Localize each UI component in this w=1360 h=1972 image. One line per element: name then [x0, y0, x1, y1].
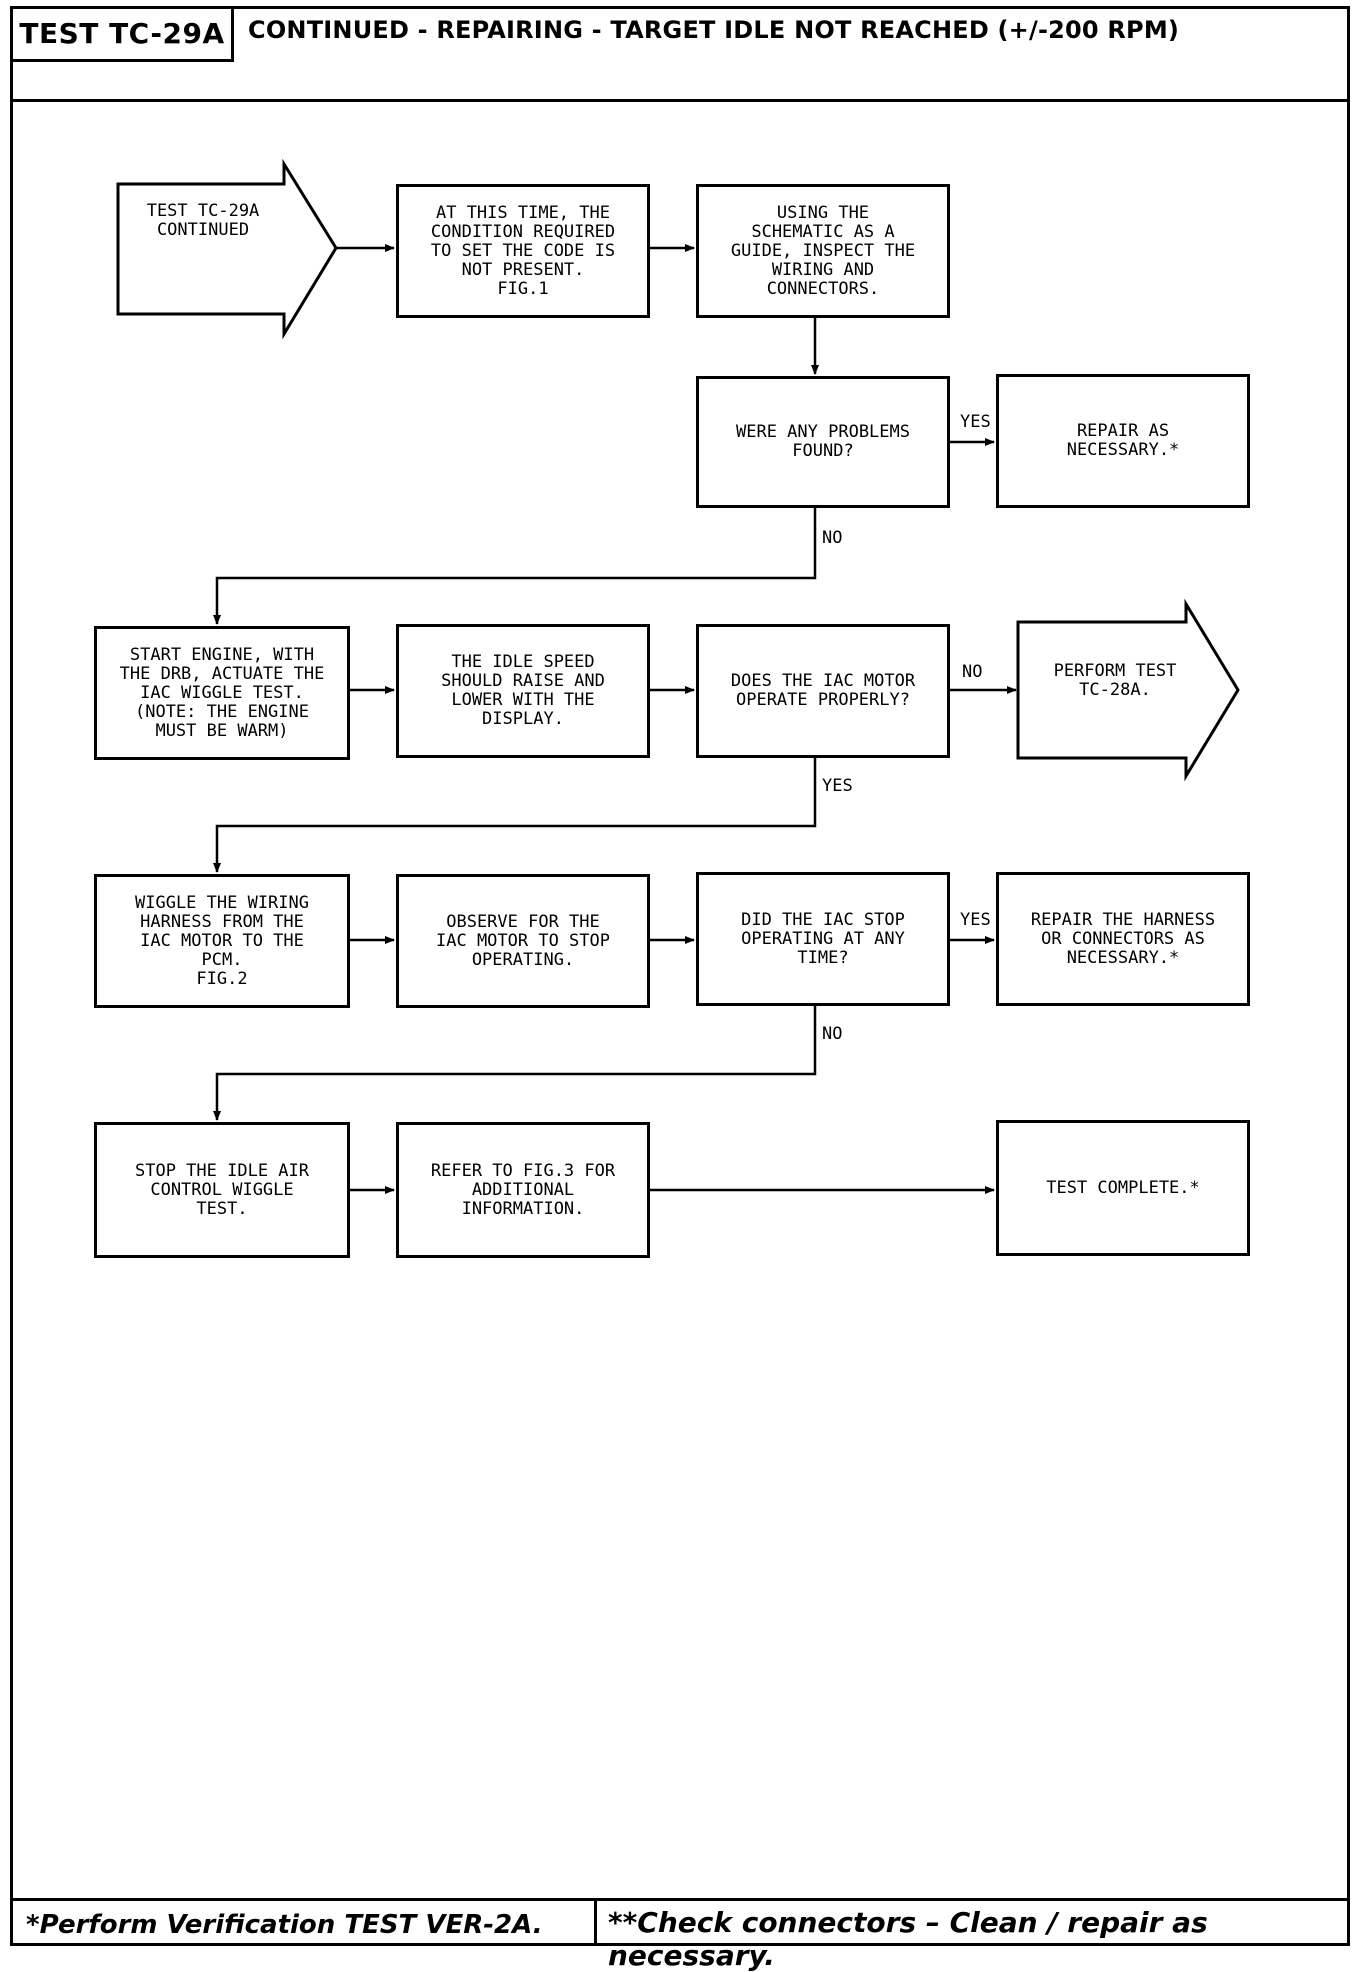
decision-problems-text: WERE ANY PROBLEMS FOUND?: [736, 422, 910, 461]
decision-iac-operate-text: DOES THE IAC MOTOR OPERATE PROPERLY?: [730, 671, 916, 710]
result-perform-test: PERFORM TEST TC-28A.: [1053, 661, 1177, 700]
decision-iac-stop: DID THE IAC STOP OPERATING AT ANY TIME?: [696, 872, 950, 1006]
step-start-engine: START ENGINE, WITH THE DRB, ACTUATE THE …: [94, 626, 350, 760]
step-inspect-wiring: USING THE SCHEMATIC AS A GUIDE, INSPECT …: [696, 184, 950, 318]
perform-test-arrow-shape: [1016, 598, 1240, 782]
arrow-q2-yes: [213, 758, 817, 873]
step-wiggle-harness-text: WIGGLE THE WIRING HARNESS FROM THE IAC M…: [135, 892, 309, 989]
result-repair-text: REPAIR AS NECESSARY.*: [1066, 421, 1180, 460]
result-repair-harness: REPAIR THE HARNESS OR CONNECTORS AS NECE…: [996, 872, 1250, 1006]
label-yes-2: YES: [822, 776, 853, 796]
test-id: TEST TC-29A: [10, 6, 234, 62]
step-idle-speed-text: THE IDLE SPEED SHOULD RAISE AND LOWER WI…: [441, 652, 605, 729]
result-repair-harness-text: REPAIR THE HARNESS OR CONNECTORS AS NECE…: [1030, 909, 1216, 968]
start-arrow-shape: [116, 158, 338, 340]
step-start-engine-text: START ENGINE, WITH THE DRB, ACTUATE THE …: [119, 644, 325, 741]
result-test-complete: TEST COMPLETE.*: [996, 1120, 1250, 1256]
step-wiggle-harness: WIGGLE THE WIRING HARNESS FROM THE IAC M…: [94, 874, 350, 1008]
label-no-3: NO: [822, 1024, 843, 1044]
step-inspect-text: USING THE SCHEMATIC AS A GUIDE, INSPECT …: [730, 202, 916, 299]
step-stop-wiggle: STOP THE IDLE AIR CONTROL WIGGLE TEST.: [94, 1122, 350, 1258]
label-no-1: NO: [822, 528, 843, 548]
step-stop-wiggle-text: STOP THE IDLE AIR CONTROL WIGGLE TEST.: [135, 1160, 309, 1219]
step-refer-fig3: REFER TO FIG.3 FOR ADDITIONAL INFORMATIO…: [396, 1122, 650, 1258]
decision-iac-operate: DOES THE IAC MOTOR OPERATE PROPERLY?: [696, 624, 950, 758]
footer-bar: [10, 1898, 1350, 1946]
step-idle-speed: THE IDLE SPEED SHOULD RAISE AND LOWER WI…: [396, 624, 650, 758]
footer-verification-note: *Perform Verification TEST VER-2A.: [26, 1910, 543, 1940]
start-label: TEST TC-29A CONTINUED: [146, 201, 260, 240]
result-repair-as-necessary: REPAIR AS NECESSARY.*: [996, 374, 1250, 508]
decision-problems-found: WERE ANY PROBLEMS FOUND?: [696, 376, 950, 508]
label-yes-3: YES: [960, 910, 991, 930]
label-yes-1: YES: [960, 412, 991, 432]
step-refer-fig3-text: REFER TO FIG.3 FOR ADDITIONAL INFORMATIO…: [430, 1160, 616, 1219]
footer-divider: [594, 1898, 597, 1946]
arrow-q3-no: [213, 1006, 817, 1121]
step-condition-text: AT THIS TIME, THE CONDITION REQUIRED TO …: [430, 202, 616, 299]
label-no-2: NO: [962, 662, 983, 682]
page-title: CONTINUED - REPAIRING - TARGET IDLE NOT …: [248, 16, 1180, 44]
result-test-complete-text: TEST COMPLETE.*: [1046, 1177, 1200, 1198]
step-condition-not-present: AT THIS TIME, THE CONDITION REQUIRED TO …: [396, 184, 650, 318]
footer-connectors-note: **Check connectors – Clean / repair as n…: [608, 1906, 1208, 1972]
decision-iac-stop-text: DID THE IAC STOP OPERATING AT ANY TIME?: [741, 909, 905, 968]
step-observe-iac: OBSERVE FOR THE IAC MOTOR TO STOP OPERAT…: [396, 874, 650, 1008]
arrow-q1-no: [213, 508, 817, 625]
step-observe-iac-text: OBSERVE FOR THE IAC MOTOR TO STOP OPERAT…: [436, 911, 610, 970]
